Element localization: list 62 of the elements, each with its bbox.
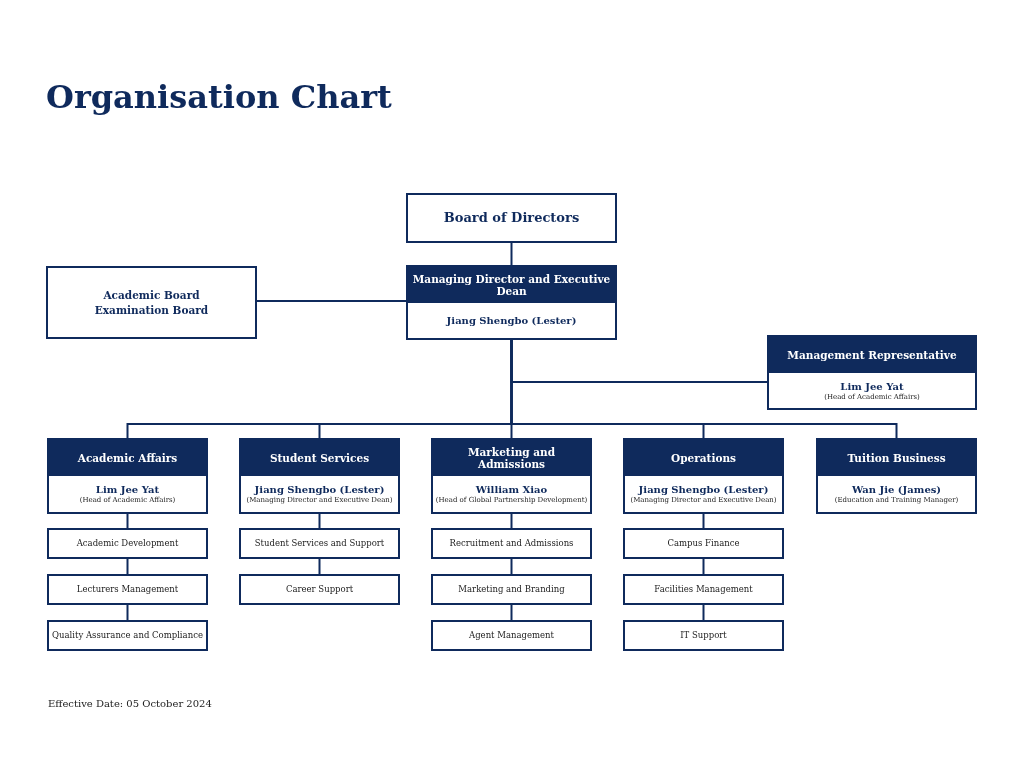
person-name: Wan Jie (James) (851, 484, 942, 495)
org-card (623, 438, 784, 514)
unit-name: Academic Board Examination Board (93, 287, 210, 318)
department-title: Student Services (241, 440, 398, 476)
org-card (767, 335, 977, 410)
connector-line (510, 558, 513, 575)
connector-line (318, 558, 321, 575)
unit-box (431, 620, 592, 651)
unit-box (431, 574, 592, 605)
org-card (47, 438, 208, 514)
unit-name: IT Support (680, 629, 727, 642)
effective-date-note: Effective Date: 05 October 2024 (48, 698, 212, 709)
connector-line (702, 604, 705, 621)
department-title: Academic Affairs (49, 440, 206, 476)
org-card (406, 265, 617, 340)
unit-name: Quality Assurance and Compliance (52, 629, 203, 642)
unit-name: Academic Development (76, 537, 179, 550)
connector-line (126, 604, 129, 621)
connector-line (126, 513, 129, 529)
department-title: Management Representative (769, 337, 975, 373)
chart-title: Organisation Chart (46, 78, 392, 116)
department-title: Managing Director and Executive Dean (408, 267, 615, 303)
connector-line (702, 513, 705, 529)
connector-line (318, 513, 321, 529)
person-name: Jiang Shengbo (Lester) (446, 315, 577, 326)
connector-line (702, 558, 705, 575)
unit-box (623, 528, 784, 559)
unit-box (406, 193, 617, 243)
unit-box (47, 574, 208, 605)
person-name: Lim Jee Yat (840, 380, 904, 392)
unit-name: Agent Management (469, 629, 554, 642)
connector-line (510, 604, 513, 621)
unit-name: Recruitment and Admissions (449, 537, 574, 550)
person-name: Jiang Shengbo (Lester) (638, 484, 769, 495)
person-name: Lim Jee Yat (95, 484, 160, 495)
unit-box (431, 528, 592, 559)
connector-line (126, 558, 129, 575)
unit-box (623, 620, 784, 651)
connector-line (510, 242, 513, 266)
unit-box (239, 574, 400, 605)
unit-name: Board of Directors (443, 208, 580, 227)
unit-name: Lecturers Management (76, 583, 179, 596)
connector-line (510, 513, 513, 529)
department-title: Marketing and Admissions (433, 440, 590, 476)
unit-name: Career Support (285, 583, 354, 596)
department-title: Tuition Business (818, 440, 975, 476)
org-card (239, 438, 400, 514)
unit-box (47, 620, 208, 651)
unit-name: Student Services and Support (254, 537, 385, 550)
unit-box (46, 266, 257, 339)
org-card (431, 438, 592, 514)
department-title: Operations (625, 440, 782, 476)
person-name: William Xiao (475, 484, 548, 495)
unit-box (623, 574, 784, 605)
connector-line (256, 300, 407, 302)
org-card (816, 438, 977, 514)
unit-name: Facilities Management (654, 583, 753, 596)
unit-name: Campus Finance (667, 537, 740, 550)
unit-box (47, 528, 208, 559)
person-name: Jiang Shengbo (Lester) (254, 484, 385, 495)
unit-box (239, 528, 400, 559)
unit-name: Marketing and Branding (458, 583, 565, 596)
